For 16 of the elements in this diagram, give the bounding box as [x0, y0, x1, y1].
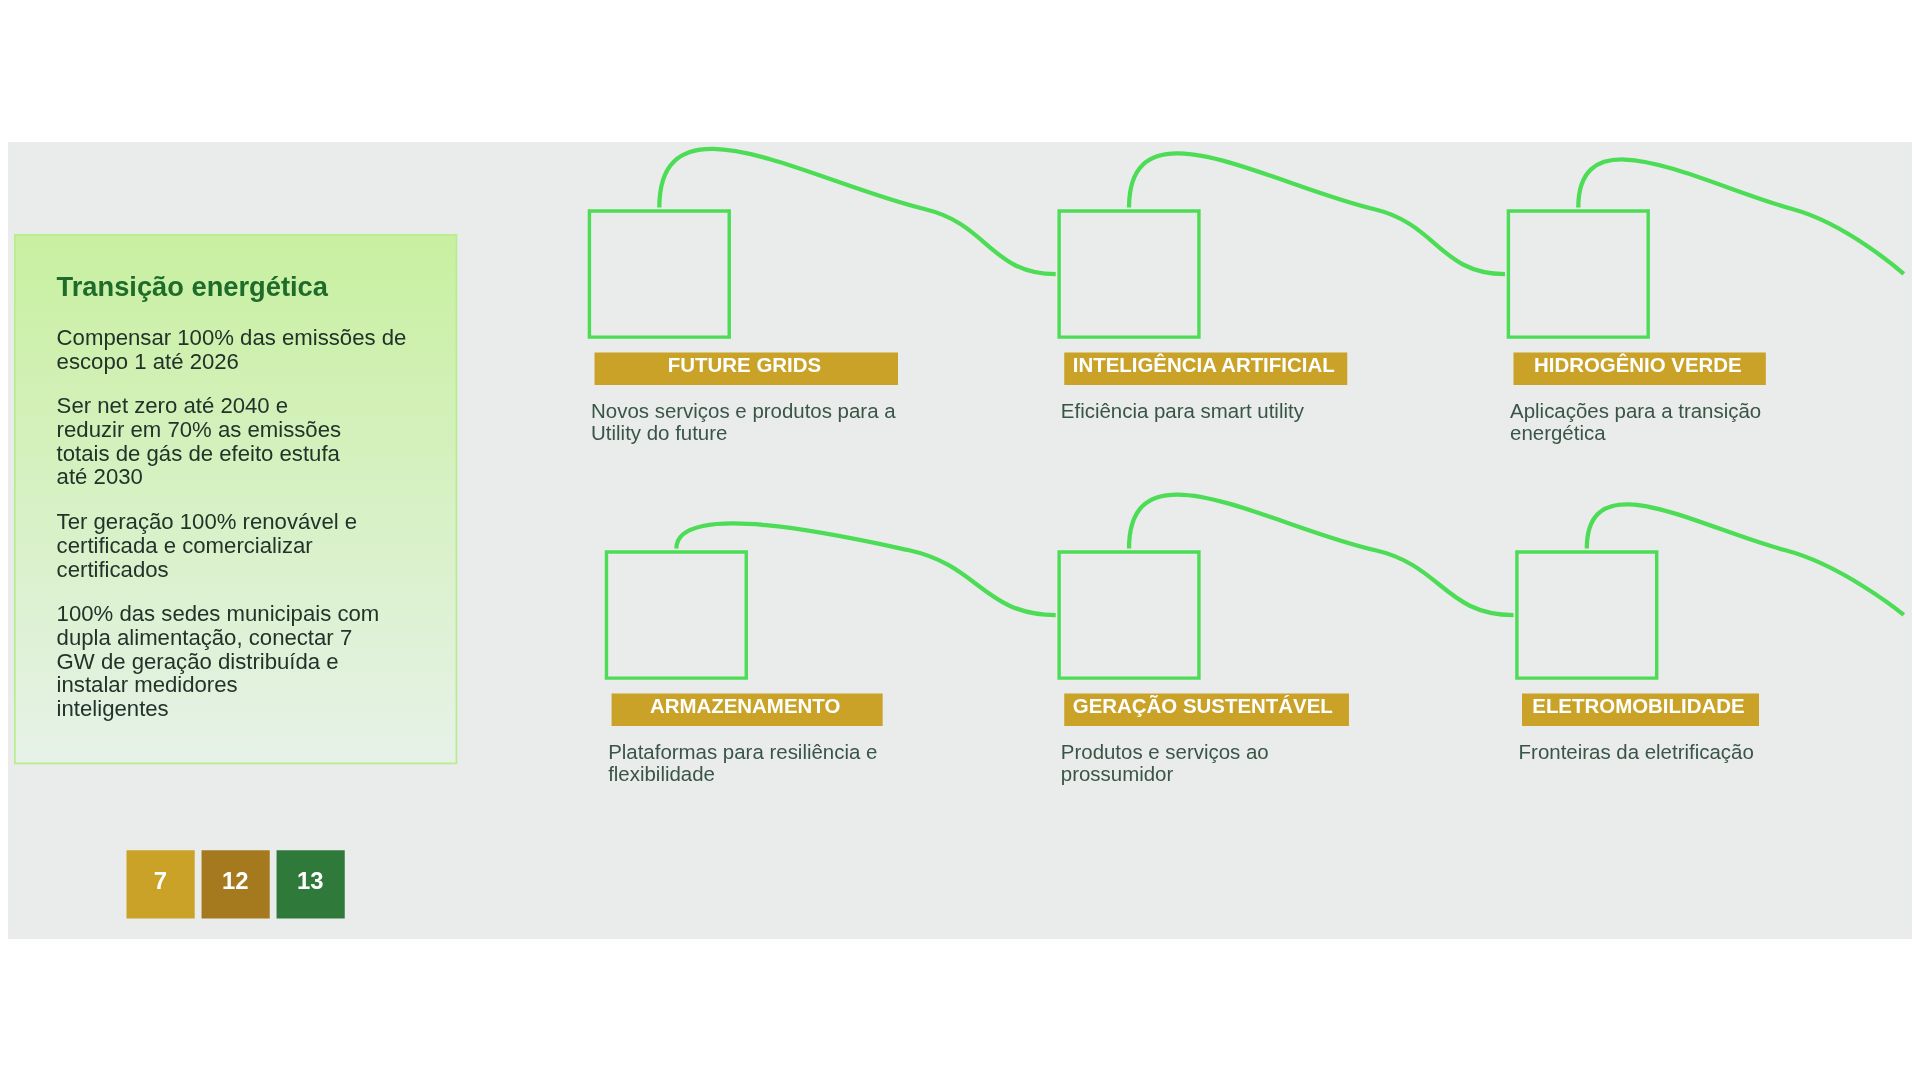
label: 7 [153, 866, 168, 894]
connector [1126, 151, 1506, 276]
node-box: Transição energética Compensar 100% das emissões de escopo 1 até 2026 Ser net zero até 2040 e reduzir em 70% as emissões totais de gás de efeito estufa até 2030 Ter geração 100% renovável e certificada e comercializar certificados 100% das sedes municipais com dupla alimentação, conectar 7 GW de geração distribuída e instalar medidores inteligentes [14, 233, 458, 764]
node-label: Plataformas para resiliência e flexibilidade [608, 739, 878, 785]
connector [674, 521, 1056, 617]
connector [1576, 157, 1906, 276]
connector [1126, 492, 1514, 617]
node-label: Novos serviços e produtos para a Utility do future [591, 398, 896, 444]
node-label: Eficiência para smart utility [1060, 398, 1304, 422]
label: 12 [221, 866, 249, 894]
node-label: Fronteiras da eletrificação [1518, 739, 1754, 763]
connector [1584, 502, 1906, 617]
node-label: Produtos e serviços ao prossumidor [1060, 739, 1269, 785]
node-label: Aplicações para a transição energética [1510, 398, 1762, 444]
label: 13 [297, 866, 324, 894]
connector [657, 146, 1056, 276]
